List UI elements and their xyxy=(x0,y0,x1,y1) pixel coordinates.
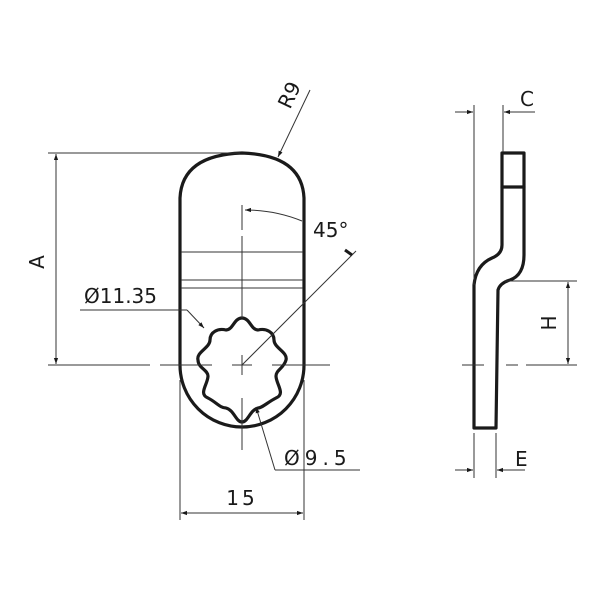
thickness-label-e: E xyxy=(515,447,528,471)
angle-arc xyxy=(244,207,303,222)
angle-label: 45° xyxy=(313,218,348,242)
r9-leader xyxy=(277,89,311,158)
lever-body-outline xyxy=(178,151,306,429)
step-label-h: H xyxy=(537,315,561,330)
d11-leader xyxy=(186,309,205,329)
radius-label: R9 xyxy=(273,78,306,112)
height-label-a: A xyxy=(25,255,49,269)
front-view: R9 45° Ø11.35 Ø9.5 A 15 xyxy=(25,78,360,520)
side-profile-outline xyxy=(472,151,526,430)
outer-diameter-label: Ø11.35 xyxy=(84,284,157,308)
d9-leader xyxy=(255,406,276,471)
side-view: C H E xyxy=(455,87,577,478)
width-label: 15 xyxy=(226,486,257,510)
angle-arrow-tick xyxy=(344,248,353,257)
angle-ray xyxy=(241,250,357,366)
inner-diameter-label: Ø9.5 xyxy=(284,446,352,470)
offset-label-c: C xyxy=(520,87,534,111)
